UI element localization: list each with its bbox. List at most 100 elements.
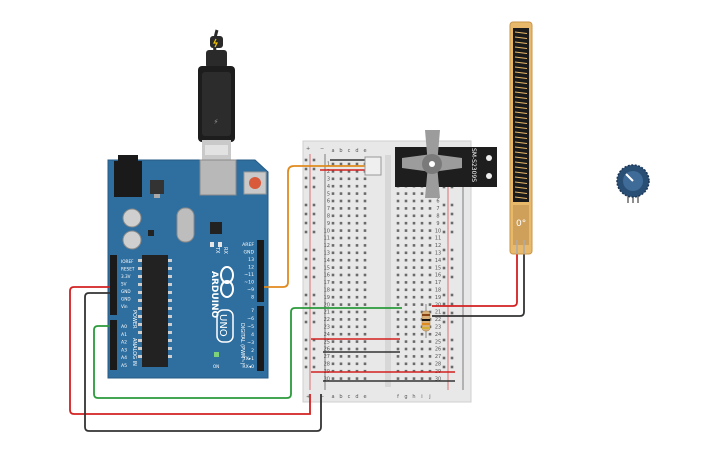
- breadboard-hole[interactable]: [347, 229, 351, 232]
- breadboard-hole[interactable]: [420, 207, 424, 210]
- rail-hole[interactable]: [312, 356, 316, 360]
- breadboard-hole[interactable]: [420, 340, 424, 343]
- breadboard-hole[interactable]: [404, 355, 408, 358]
- breadboard-hole[interactable]: [428, 244, 432, 247]
- breadboard-hole[interactable]: [363, 362, 367, 366]
- breadboard-hole[interactable]: [347, 355, 351, 358]
- breadboard-hole[interactable]: [396, 340, 400, 343]
- rail-hole[interactable]: [450, 230, 454, 234]
- breadboard-hole[interactable]: [428, 340, 432, 343]
- breadboard-hole[interactable]: [363, 199, 367, 203]
- breadboard-hole[interactable]: [347, 295, 351, 299]
- rail-hole[interactable]: [450, 212, 454, 216]
- breadboard-hole[interactable]: [347, 369, 351, 373]
- breadboard-hole[interactable]: [396, 355, 400, 358]
- breadboard-hole[interactable]: [331, 355, 335, 358]
- breadboard-hole[interactable]: [428, 273, 432, 277]
- breadboard-hole[interactable]: [404, 362, 408, 366]
- rail-hole[interactable]: [442, 311, 446, 315]
- rail-hole[interactable]: [450, 338, 454, 342]
- breadboard-hole[interactable]: [355, 177, 359, 181]
- breadboard-hole[interactable]: [428, 288, 432, 292]
- breadboard-hole[interactable]: [404, 258, 408, 262]
- breadboard-hole[interactable]: [331, 377, 335, 380]
- rail-hole[interactable]: [304, 203, 308, 207]
- breadboard-hole[interactable]: [339, 303, 343, 306]
- breadboard-hole[interactable]: [339, 281, 343, 284]
- breadboard-hole[interactable]: [396, 332, 400, 336]
- breadboard-hole[interactable]: [420, 295, 424, 299]
- breadboard-hole[interactable]: [339, 162, 343, 166]
- breadboard-hole[interactable]: [412, 318, 416, 321]
- breadboard-hole[interactable]: [412, 295, 416, 299]
- breadboard-hole[interactable]: [347, 199, 351, 203]
- breadboard-hole[interactable]: [404, 325, 408, 329]
- breadboard-hole[interactable]: [428, 236, 432, 240]
- rail-hole[interactable]: [450, 275, 454, 279]
- breadboard-hole[interactable]: [355, 332, 359, 336]
- breadboard-hole[interactable]: [363, 281, 367, 284]
- breadboard-hole[interactable]: [339, 347, 343, 351]
- breadboard-hole[interactable]: [355, 273, 359, 277]
- breadboard-hole[interactable]: [363, 221, 367, 225]
- breadboard-hole[interactable]: [420, 310, 424, 314]
- breadboard-hole[interactable]: [331, 199, 335, 203]
- breadboard-hole[interactable]: [363, 303, 367, 306]
- breadboard-hole[interactable]: [347, 281, 351, 284]
- breadboard-hole[interactable]: [355, 251, 359, 255]
- breadboard-hole[interactable]: [355, 303, 359, 306]
- breadboard-hole[interactable]: [396, 207, 400, 210]
- breadboard-hole[interactable]: [412, 340, 416, 343]
- breadboard-hole[interactable]: [339, 184, 343, 188]
- breadboard-hole[interactable]: [339, 362, 343, 366]
- breadboard-hole[interactable]: [347, 251, 351, 255]
- rail-hole[interactable]: [312, 221, 316, 225]
- breadboard-hole[interactable]: [347, 303, 351, 306]
- breadboard-hole[interactable]: [420, 355, 424, 358]
- breadboard-hole[interactable]: [331, 192, 335, 195]
- breadboard-hole[interactable]: [412, 369, 416, 373]
- rail-hole[interactable]: [312, 257, 316, 261]
- breadboard-hole[interactable]: [355, 221, 359, 225]
- rail-hole[interactable]: [304, 248, 308, 252]
- breadboard-hole[interactable]: [339, 199, 343, 203]
- breadboard-hole[interactable]: [412, 377, 416, 380]
- breadboard-hole[interactable]: [331, 340, 335, 343]
- breadboard-hole[interactable]: [331, 258, 335, 262]
- breadboard-hole[interactable]: [347, 273, 351, 277]
- breadboard-hole[interactable]: [363, 177, 367, 181]
- breadboard-hole[interactable]: [404, 332, 408, 336]
- breadboard-hole[interactable]: [355, 258, 359, 262]
- breadboard-hole[interactable]: [339, 332, 343, 336]
- breadboard-hole[interactable]: [339, 251, 343, 255]
- breadboard-hole[interactable]: [363, 244, 367, 247]
- breadboard-hole[interactable]: [396, 347, 400, 351]
- rail-hole[interactable]: [442, 302, 446, 306]
- rail-hole[interactable]: [304, 302, 308, 306]
- breadboard-hole[interactable]: [428, 369, 432, 373]
- breadboard-hole[interactable]: [428, 295, 432, 299]
- breadboard-hole[interactable]: [396, 258, 400, 262]
- rail-hole[interactable]: [304, 356, 308, 360]
- breadboard-hole[interactable]: [396, 377, 400, 380]
- breadboard-hole[interactable]: [428, 251, 432, 255]
- breadboard-hole[interactable]: [396, 229, 400, 232]
- breadboard-hole[interactable]: [355, 295, 359, 299]
- rail-hole[interactable]: [312, 158, 316, 162]
- breadboard-hole[interactable]: [363, 184, 367, 188]
- breadboard-hole[interactable]: [355, 199, 359, 203]
- rail-hole[interactable]: [312, 248, 316, 252]
- rail-hole[interactable]: [442, 338, 446, 342]
- breadboard-hole[interactable]: [404, 295, 408, 299]
- breadboard-hole[interactable]: [347, 162, 351, 166]
- breadboard-hole[interactable]: [412, 332, 416, 336]
- breadboard-hole[interactable]: [412, 214, 416, 218]
- breadboard-hole[interactable]: [339, 229, 343, 232]
- breadboard-hole[interactable]: [412, 258, 416, 262]
- breadboard-hole[interactable]: [412, 303, 416, 306]
- breadboard-hole[interactable]: [347, 170, 351, 173]
- breadboard-hole[interactable]: [396, 362, 400, 366]
- breadboard-hole[interactable]: [347, 310, 351, 314]
- breadboard-hole[interactable]: [339, 244, 343, 247]
